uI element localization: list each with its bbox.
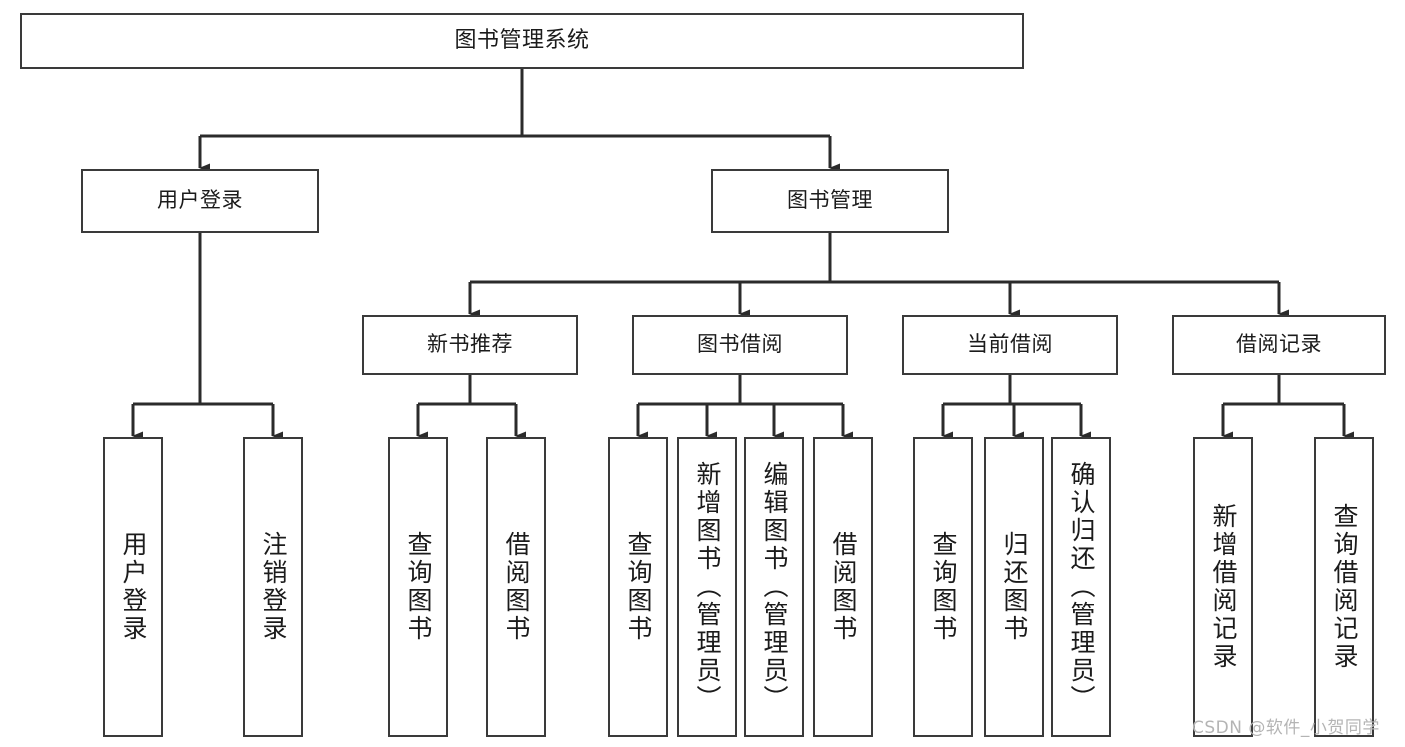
node-newbook[interactable]: 新书推荐 bbox=[362, 315, 578, 375]
node-leaf4[interactable]: 借阅图书 bbox=[486, 437, 546, 737]
node-root[interactable]: 图书管理系统 bbox=[20, 13, 1024, 69]
node-leaf7[interactable]: 编辑图书（管理员） bbox=[744, 437, 804, 737]
node-leaf13[interactable]: 查询借阅记录 bbox=[1314, 437, 1374, 737]
watermark-label: CSDN @软件_小贺同学 bbox=[1192, 718, 1380, 738]
node-leaf1[interactable]: 用户登录 bbox=[103, 437, 163, 737]
node-leaf11[interactable]: 确认归还（管理员） bbox=[1051, 437, 1111, 737]
node-current[interactable]: 当前借阅 bbox=[902, 315, 1118, 375]
node-leaf5[interactable]: 查询图书 bbox=[608, 437, 668, 737]
node-login[interactable]: 用户登录 bbox=[81, 169, 319, 233]
node-records[interactable]: 借阅记录 bbox=[1172, 315, 1386, 375]
node-leaf8[interactable]: 借阅图书 bbox=[813, 437, 873, 737]
node-leaf3[interactable]: 查询图书 bbox=[388, 437, 448, 737]
node-leaf10[interactable]: 归还图书 bbox=[984, 437, 1044, 737]
node-bookmgmt[interactable]: 图书管理 bbox=[711, 169, 949, 233]
connector-lines bbox=[131, 69, 1354, 441]
node-leaf6[interactable]: 新增图书（管理员） bbox=[677, 437, 737, 737]
node-leaf12[interactable]: 新增借阅记录 bbox=[1193, 437, 1253, 737]
node-borrow[interactable]: 图书借阅 bbox=[632, 315, 848, 375]
node-leaf9[interactable]: 查询图书 bbox=[913, 437, 973, 737]
node-leaf2[interactable]: 注销登录 bbox=[243, 437, 303, 737]
